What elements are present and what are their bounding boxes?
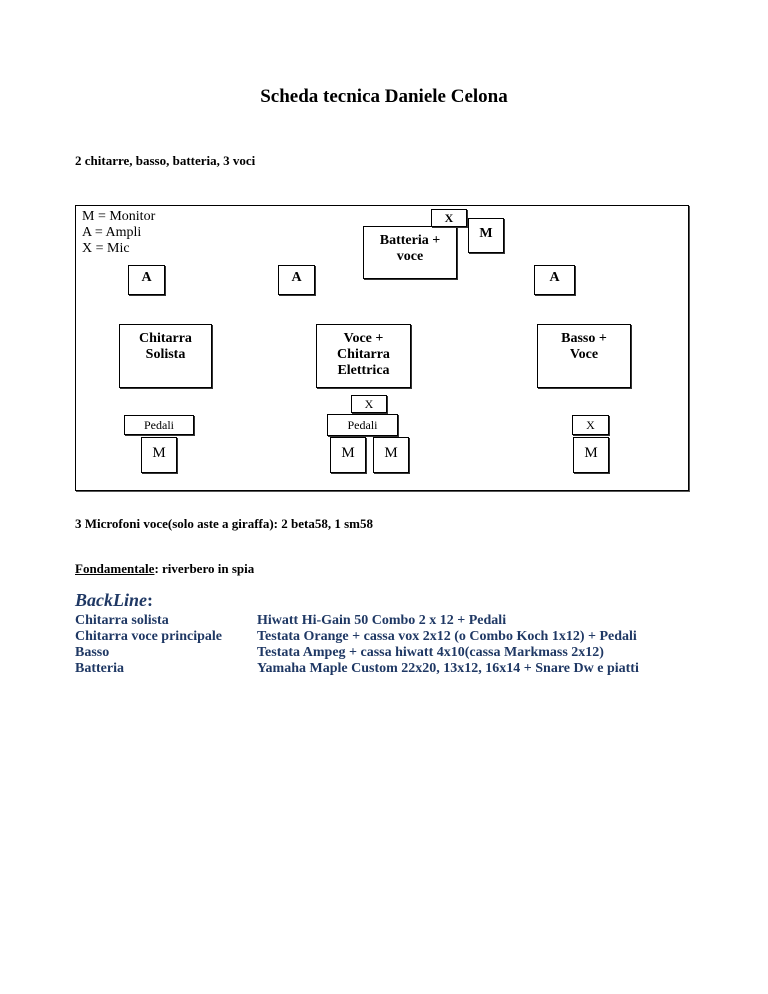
amp-left: A (128, 265, 165, 295)
monitor-center-2: M (373, 437, 409, 473)
drums-mic: X (431, 209, 467, 227)
fundamental-text: : riverbero in spia (154, 561, 255, 576)
left-pedals-label: Pedali (144, 418, 174, 432)
lead-vocal-line2: Chitarra (337, 347, 390, 362)
bass-vocal-position: Basso + Voce (537, 324, 631, 388)
legend-monitor: M = Monitor (82, 209, 156, 224)
stage-plot (75, 205, 689, 491)
bass-line2: Voce (569, 347, 599, 362)
lead-vocal-guitar-position: Voce + Chitarra Elettrica (316, 324, 411, 388)
left-pedals: Pedali (124, 415, 194, 435)
center-pedals: Pedali (327, 414, 398, 436)
legend-mic: X = Mic (82, 241, 130, 256)
amp-right: A (534, 265, 575, 295)
lead-guitar-line1: Chitarra (139, 331, 192, 346)
backline-value-main-vocal-guitar: Testata Orange + cassa vox 2x12 (o Combo… (257, 629, 637, 644)
right-mic-label: X (586, 418, 595, 432)
fundamental-note: Fondamentale: riverbero in spia (75, 561, 254, 577)
drums-monitor-label: M (479, 226, 493, 241)
microphones-note: 3 Microfoni voce(solo aste a giraffa): 2… (75, 516, 373, 531)
center-pedals-label: Pedali (347, 418, 378, 432)
lead-vocal-line3: Elettrica (337, 363, 390, 378)
drums-monitor: M (468, 218, 504, 253)
center-mic-label: X (364, 397, 374, 411)
backline-value-bass: Testata Ampeg + cassa hiwatt 4x10(cassa … (257, 645, 604, 660)
lead-vocal-line1: Voce + (343, 331, 384, 346)
amp-left-label: A (141, 270, 152, 285)
monitor-left: M (141, 437, 177, 473)
drums-box: Batteria + voce (363, 226, 457, 279)
drums-mic-label: X (444, 211, 454, 225)
monitor-right-label: M (584, 445, 598, 461)
drums-label-line2: voce (396, 249, 424, 264)
backline-title-colon: : (147, 590, 153, 610)
center-mic: X (351, 395, 387, 413)
right-mic: X (572, 415, 609, 435)
backline-title-text: BackLine (75, 590, 147, 610)
lineup-subtitle: 2 chitarre, basso, batteria, 3 voci (75, 153, 256, 168)
backline-value-lead-guitar: Hiwatt Hi-Gain 50 Combo 2 x 12 + Pedali (257, 613, 507, 628)
monitor-right: M (573, 437, 609, 473)
monitor-center-2-label: M (384, 445, 398, 461)
amp-center: A (278, 265, 315, 295)
monitor-left-label: M (152, 445, 166, 461)
backline-value-drums: Yamaha Maple Custom 22x20, 13x12, 16x14 … (257, 661, 639, 676)
lead-guitar-line2: Solista (145, 347, 186, 362)
backline-title: BackLine: (75, 590, 153, 611)
lead-guitar-position: Chitarra Solista (119, 324, 212, 388)
backline-label-drums: Batteria (75, 661, 124, 676)
monitor-center-1-label: M (341, 445, 355, 461)
drums-label-line1: Batteria + (379, 233, 441, 248)
backline-label-lead-guitar: Chitarra solista (75, 613, 169, 628)
bass-line1: Basso + (561, 331, 607, 346)
amp-right-label: A (549, 270, 560, 285)
legend-ampli: A = Ampli (82, 225, 142, 240)
fundamental-label: Fondamentale (75, 561, 155, 576)
page-title: Scheda tecnica Daniele Celona (260, 86, 508, 107)
backline-label-main-vocal-guitar: Chitarra voce principale (75, 629, 222, 644)
monitor-center-1: M (330, 437, 366, 473)
amp-center-label: A (291, 270, 302, 285)
backline-label-bass: Basso (75, 645, 110, 660)
